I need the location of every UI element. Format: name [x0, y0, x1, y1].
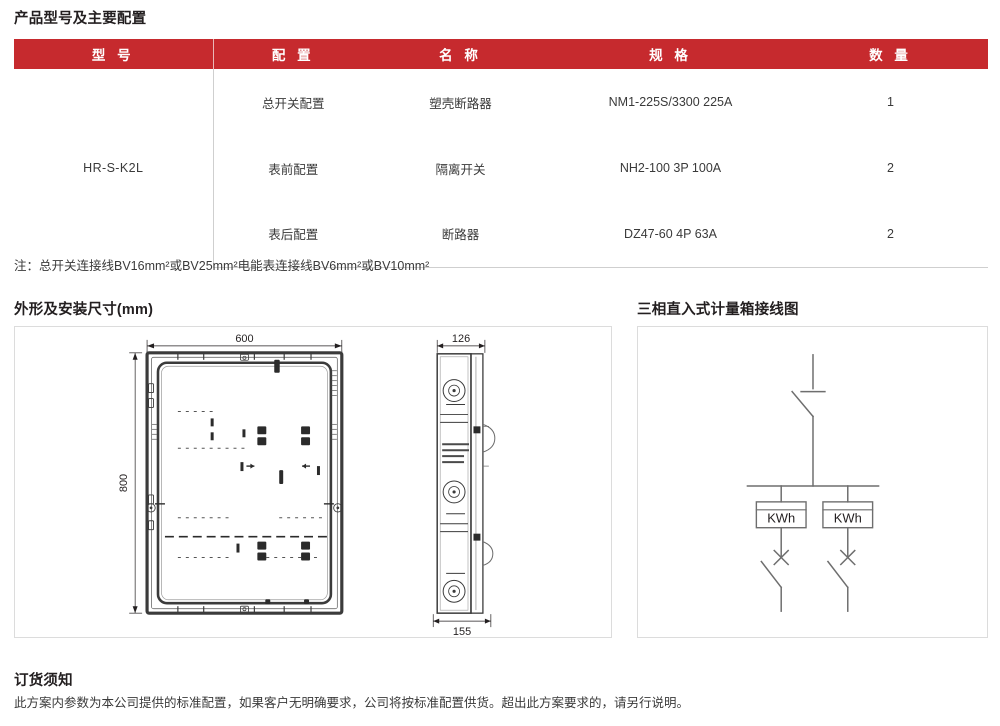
cell-configuration: 表后配置 [213, 201, 373, 268]
cell-qty: 2 [887, 161, 894, 175]
cell-name: 断路器 [373, 201, 548, 268]
cell-spec: DZ47-60 4P 63A [548, 201, 793, 268]
incoming-feeder-symbol [800, 354, 826, 393]
cell-name: 隔离开关 [435, 162, 486, 177]
cell-qty: 1 [887, 95, 894, 109]
cell-name: 塑壳断路器 [429, 96, 492, 111]
table-row: HR-S-K2L 总开关配置 塑壳断路器 NM1-225S/3300 225A … [14, 69, 988, 267]
page-title: 产品型号及主要配置 [14, 11, 147, 27]
order-notice-title: 订货须知 [14, 673, 73, 689]
front-view-width-label: 600 [235, 333, 253, 345]
column-header-model: 型 号 [14, 39, 214, 69]
cell-configuration: 表前配置 [268, 162, 319, 177]
branch-left [755, 485, 807, 612]
table-header-row: 型 号 配 置 名 称 规 格 数 量 [14, 39, 988, 69]
order-notice-text: 此方案内参数为本公司提供的标准配置，如果客户无明确要求，公司将按标准配置供货。超… [14, 696, 690, 710]
table-note: 注：总开关连接线BV16mm²或BV25mm²电能表连接线BV6mm²或BV10… [14, 259, 430, 273]
column-header-spec: 规 格 [548, 39, 793, 69]
dimension-drawing-panel: 600 800 126 155 [14, 326, 612, 638]
table-row: 表后配置 断路器 DZ47-60 4P 63A 2 [14, 201, 988, 268]
column-header-qty: 数 量 [793, 39, 988, 69]
cell-qty: 2 [793, 201, 988, 268]
main-isolator-switch-symbol [791, 390, 815, 487]
configuration-table: 型 号 配 置 名 称 规 格 数 量 HR-S-K2L 总开关配置 塑壳断路器… [14, 39, 988, 268]
meter-label-right: KWh [834, 511, 862, 526]
model-value: HR-S-K2L [14, 69, 214, 267]
wiring-diagram-panel: KWh KWh [637, 326, 988, 638]
column-header-name: 名 称 [373, 39, 548, 69]
wiring-section-title: 三相直入式计量箱接线图 [637, 302, 799, 318]
cell-spec: NH2-100 3P 100A [619, 161, 722, 175]
side-view-bottom-label: 155 [453, 626, 471, 637]
meter-label-left: KWh [767, 511, 795, 526]
cell-configuration: 总开关配置 [261, 96, 325, 111]
cell-spec: NM1-225S/3300 225A [608, 95, 733, 109]
column-header-configuration: 配 置 [213, 39, 373, 69]
dimension-section-title: 外形及安装尺寸(mm) [14, 302, 154, 318]
table-row: 表前配置 隔离开关 NH2-100 3P 100A 2 [14, 135, 988, 201]
front-view-height-label: 800 [118, 474, 130, 492]
side-view-top-label: 126 [452, 333, 470, 345]
branch-right [822, 485, 874, 612]
